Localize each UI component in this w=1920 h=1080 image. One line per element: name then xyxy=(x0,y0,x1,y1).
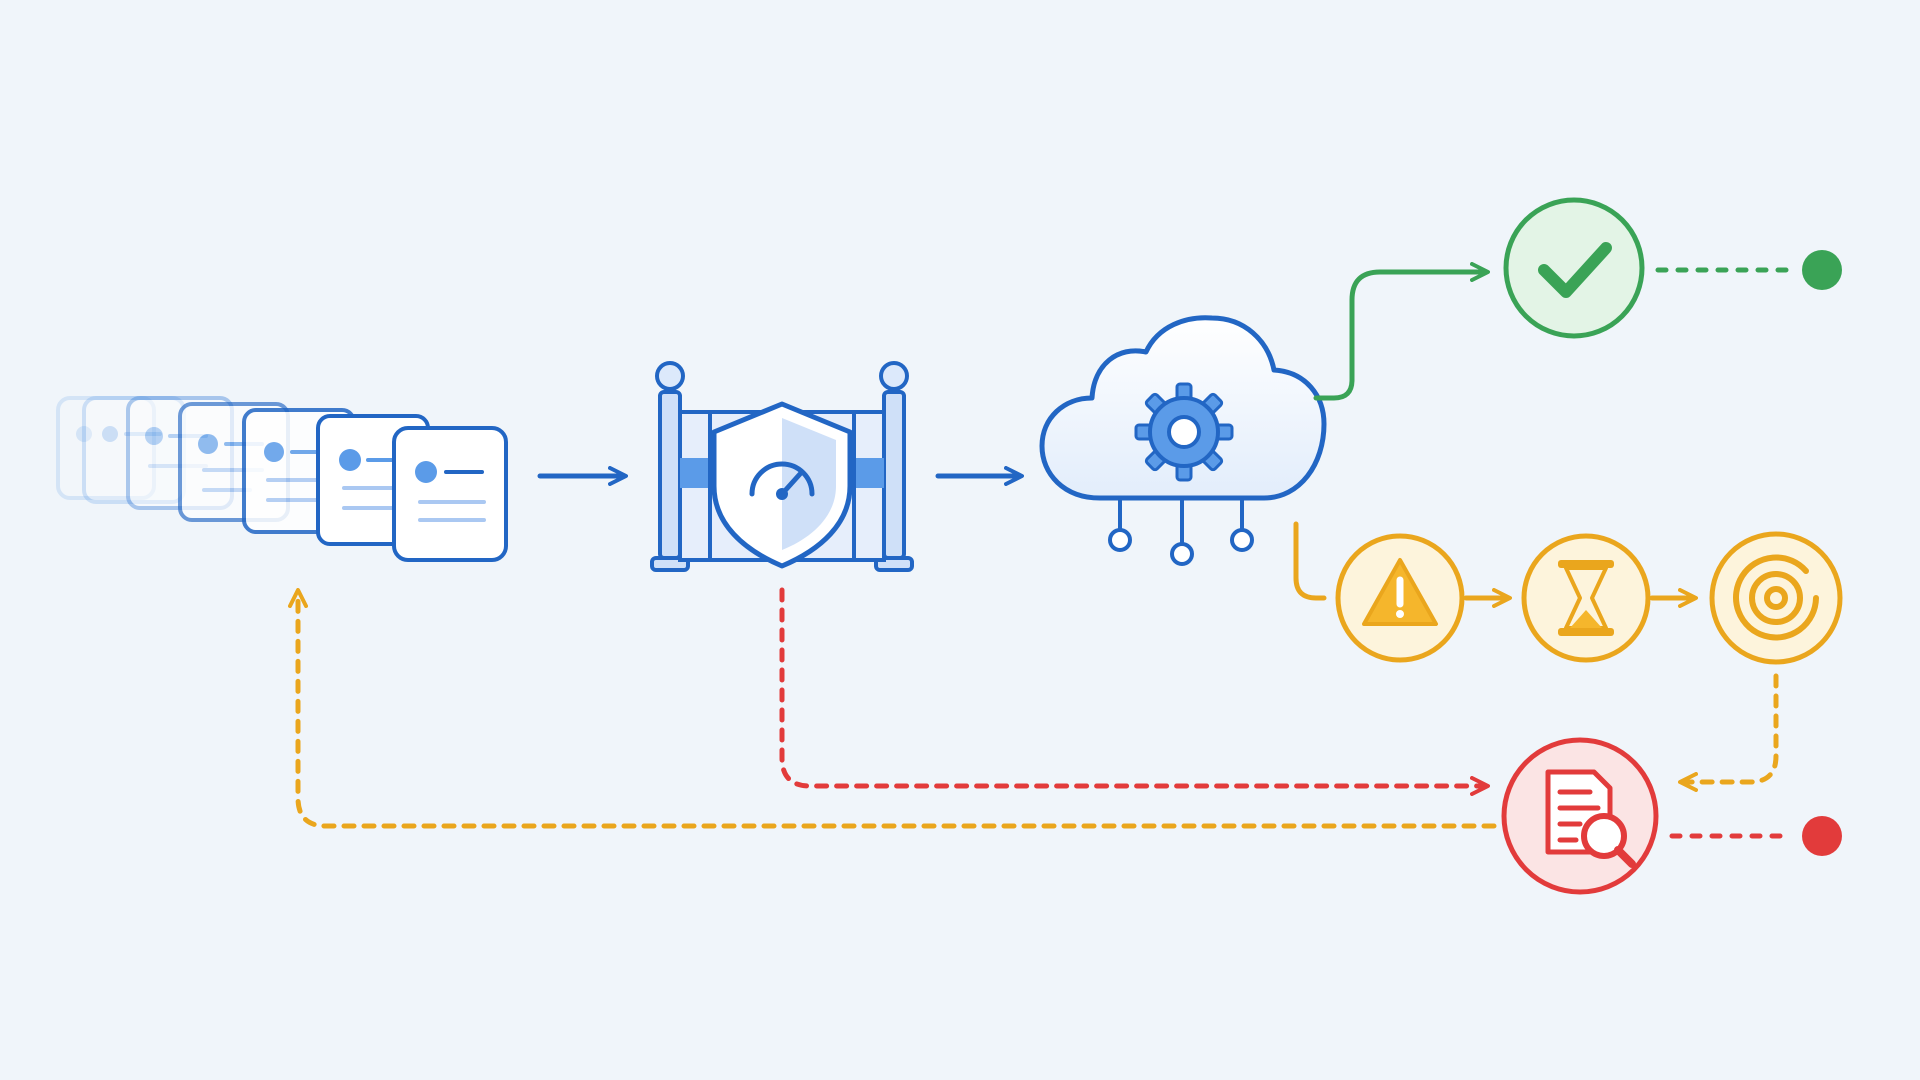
report-search-icon xyxy=(1545,769,1636,868)
flow-arrow-retry-to-inspect xyxy=(1678,673,1779,792)
target-icon xyxy=(1733,554,1819,641)
flow-arrow-inspect-to-queue xyxy=(288,588,1497,829)
warning-node xyxy=(1335,533,1465,663)
checkmark-icon xyxy=(1538,242,1612,298)
flow-arrow-cloud-to-warning xyxy=(1293,521,1327,601)
document-card xyxy=(56,396,156,500)
retry-node xyxy=(1709,531,1843,665)
document-card-front xyxy=(392,426,508,562)
cloud-connectors xyxy=(1108,498,1254,566)
success-circle xyxy=(1503,197,1645,339)
wait-node xyxy=(1521,533,1651,663)
gear-icon xyxy=(1134,382,1234,482)
cloud-processing xyxy=(1039,315,1327,566)
request-queue-stack xyxy=(56,396,508,562)
error-end-dot xyxy=(1802,816,1842,856)
shield-gauge-icon xyxy=(711,401,853,569)
flow-arrow-cloud-to-success xyxy=(1313,262,1490,401)
document-card xyxy=(82,396,186,504)
success-node xyxy=(1503,197,1645,339)
rate-limit-gate xyxy=(650,361,914,572)
success-end-dot xyxy=(1802,250,1842,290)
warning-triangle-icon xyxy=(1362,558,1438,626)
flow-arrow-gate-to-inspect xyxy=(779,587,1490,796)
inspect-node xyxy=(1501,737,1659,895)
hourglass-icon xyxy=(1558,560,1614,636)
